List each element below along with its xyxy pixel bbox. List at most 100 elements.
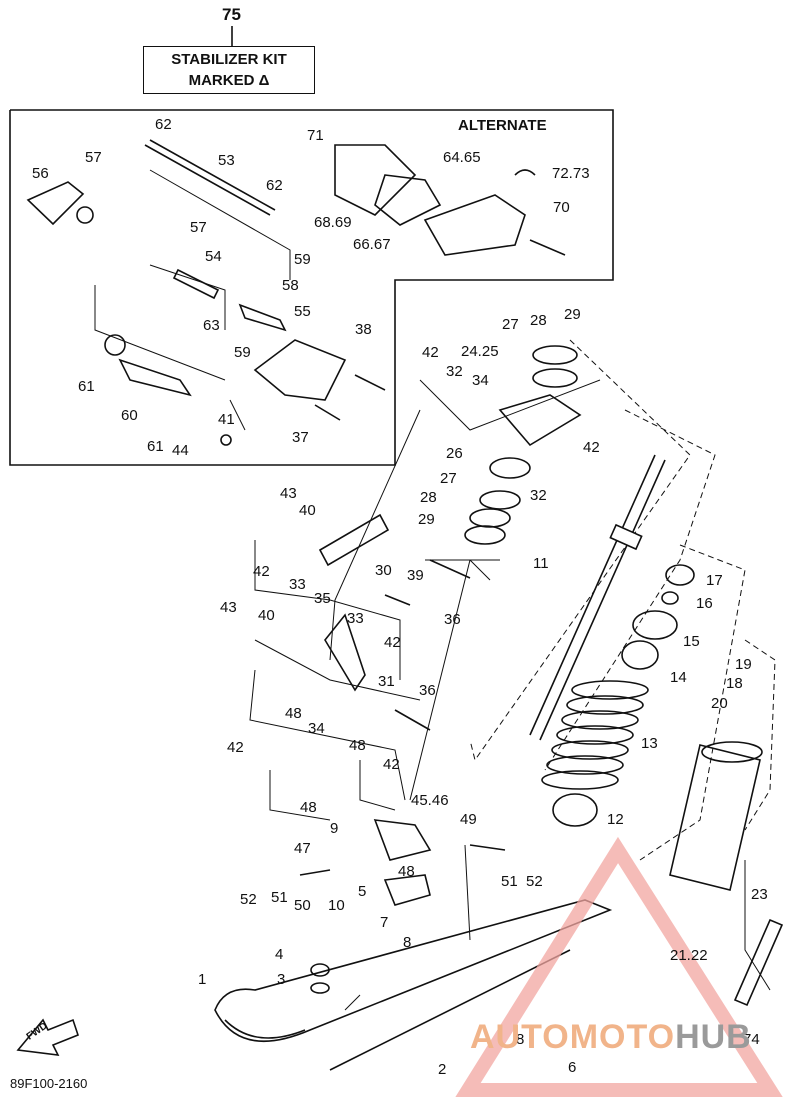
cap-outline (744, 639, 776, 831)
callout: 45.46 (411, 792, 449, 809)
callout: 4 (275, 946, 284, 963)
callout: 48 (398, 863, 415, 880)
shock-rod (529, 454, 656, 736)
callout: 29 (418, 511, 435, 528)
watermark-part-2: HUB (675, 1018, 752, 1056)
callout: 50 (294, 897, 311, 914)
kit-number: 75 (222, 5, 241, 24)
callout: 61 (147, 438, 164, 455)
callout: 48 (285, 705, 302, 722)
callout: 2 (438, 1061, 447, 1078)
callout: 27 (440, 470, 457, 487)
watermark: AUTOMOTOHUB (470, 1018, 752, 1057)
callout: 42 (227, 739, 244, 756)
callout: 51 (501, 873, 518, 890)
callout: 20 (711, 695, 728, 712)
shock-outline-inner (544, 409, 716, 771)
callout: 55 (294, 303, 311, 320)
alternate-label: ALTERNATE (458, 117, 547, 134)
callout: 29 (564, 306, 581, 323)
callout: 52 (526, 873, 543, 890)
callout: 66.67 (353, 236, 391, 253)
callout: 14 (670, 669, 687, 686)
shock-outline-outer (469, 339, 691, 762)
callout: 48 (349, 737, 366, 754)
callout: 59 (294, 251, 311, 268)
callout: 19 (735, 656, 752, 673)
callout: 70 (553, 199, 570, 216)
callout: 42 (253, 563, 270, 580)
callout: 32 (446, 363, 463, 380)
callout: 68.69 (314, 214, 352, 231)
callout: 18 (726, 675, 743, 692)
spring-outline (639, 544, 746, 861)
callout: 13 (641, 735, 658, 752)
callout: 16 (696, 595, 713, 612)
callout: 71 (307, 127, 324, 144)
callout: 57 (190, 219, 207, 236)
callout: 42 (384, 634, 401, 651)
callout: 33 (347, 610, 364, 627)
callout: 31 (378, 673, 395, 690)
ski-1 (214, 899, 613, 1043)
callout: 12 (607, 811, 624, 828)
reservoir (669, 744, 761, 891)
callout: 56 (32, 165, 49, 182)
spring-13 (541, 680, 649, 790)
callout: 23 (751, 886, 768, 903)
callout: 38 (355, 321, 372, 338)
callout: 40 (299, 502, 316, 519)
watermark-part-1: AUTOMOTO (470, 1018, 676, 1056)
callout: 59 (234, 344, 251, 361)
callout: 28 (530, 312, 547, 329)
callout: 74 (743, 1031, 760, 1048)
callout: 39 (407, 567, 424, 584)
callout: 61 (78, 378, 95, 395)
callout: 42 (383, 756, 400, 773)
callout: 35 (314, 590, 331, 607)
callout: 48 (300, 799, 317, 816)
callout: 34 (308, 720, 325, 737)
callout: 53 (218, 152, 235, 169)
callout: 1 (198, 971, 207, 988)
callout: 5 (358, 883, 367, 900)
callout: 62 (155, 116, 172, 133)
diagram-code: 89F100-2160 (10, 1076, 88, 1091)
callout: 34 (472, 372, 489, 389)
callout: 24.25 (461, 343, 499, 360)
kit-line-2: MARKED Δ (188, 72, 270, 89)
callout: 8 (403, 934, 412, 951)
callout: 43 (220, 599, 237, 616)
callout: 7 (380, 914, 389, 931)
callout: 41 (218, 411, 235, 428)
callout: 49 (460, 811, 477, 828)
callout: 42 (422, 344, 439, 361)
callout: 58 (282, 277, 299, 294)
callout: 44 (172, 442, 189, 459)
callout: 63 (203, 317, 220, 334)
callout: 57 (85, 149, 102, 166)
callout: 37 (292, 429, 309, 446)
callout: 36 (444, 611, 461, 628)
callout: 17 (706, 572, 723, 589)
fwd-arrow-icon (16, 1018, 79, 1056)
callout: 64.65 (443, 149, 481, 166)
callout: 33 (289, 576, 306, 593)
callout: 30 (375, 562, 392, 579)
callout: 28 (420, 489, 437, 506)
callout: 60 (121, 407, 138, 424)
callout: 54 (205, 248, 222, 265)
callout: 26 (446, 445, 463, 462)
kit-box: STABILIZER KIT MARKED Δ (143, 46, 315, 94)
ski-runner-2 (329, 949, 571, 1071)
callout: 9 (330, 820, 339, 837)
callout: 42 (583, 439, 600, 456)
callout: 36 (419, 682, 436, 699)
callout: 15 (683, 633, 700, 650)
decal-74 (733, 918, 784, 1007)
callout: 47 (294, 840, 311, 857)
arm-56 (26, 181, 85, 226)
watermark-triangle (455, 836, 783, 1097)
callout: 52 (240, 891, 257, 908)
